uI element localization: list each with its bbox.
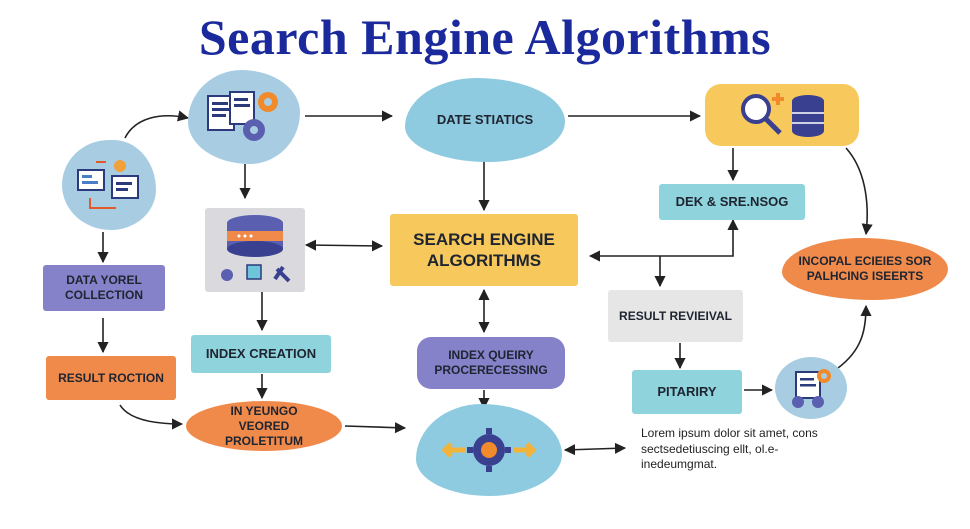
arrow-searchdb-to-incopal <box>845 147 873 236</box>
arrow-vored-to-cloud <box>344 422 407 434</box>
flowchart-icon <box>77 160 139 209</box>
database-icon <box>221 215 291 283</box>
data-collection-node: DATA YOREL COLLECTION <box>43 265 165 311</box>
page-title: Search Engine Algorithms <box>198 9 772 65</box>
gear-arrows-cloud <box>416 404 562 496</box>
vored-proletitum-label: IN YEUNGO VEORED PROLETITUM <box>225 403 303 448</box>
result-retrieval-label: RESULT REVIEIVAL <box>619 308 732 323</box>
center-node-label: SEARCH ENGINE ALGORITHMS <box>413 229 555 270</box>
date-statistics-label: DATE STIATICS <box>436 111 534 127</box>
index-query-node: INDEX QUEIRY PROCERECESSING <box>417 337 565 389</box>
report-gear-blob <box>775 357 847 419</box>
arrow-db-center <box>304 239 384 252</box>
lorem-caption: Lorem ipsum dolor sit amet, cons sectsed… <box>641 426 818 472</box>
index-creation-label: INDEX CREATION <box>205 345 317 361</box>
vored-proletitum-node: IN YEUNGO VEORED PROLETITUM <box>186 401 342 451</box>
index-creation-node: INDEX CREATION <box>191 335 331 373</box>
index-query-label: INDEX QUEIRY PROCERECESSING <box>434 348 548 377</box>
database-card <box>205 208 305 292</box>
flowchart-blob <box>62 140 156 230</box>
arrow-result-to-vored <box>119 404 184 430</box>
arrow-report-to-incopal <box>837 304 872 369</box>
dek-srensog-node: DEK & SRE.NSOG <box>659 184 805 220</box>
date-statistics-cloud: DATE STIATICS <box>405 78 565 162</box>
result-roction-label: RESULT ROCTION <box>58 370 164 385</box>
result-roction-node: RESULT ROCTION <box>46 356 176 400</box>
pitariry-node: PITARIRY <box>632 370 742 414</box>
search-database-icon <box>741 93 824 137</box>
dek-srensog-label: DEK & SRE.NSOG <box>675 193 789 209</box>
result-retrieval-node: RESULT REVIEIVAL <box>608 290 743 342</box>
center-node: SEARCH ENGINE ALGORITHMS <box>390 214 578 286</box>
data-collection-label: DATA YOREL COLLECTION <box>65 273 143 302</box>
arrow-flow-to-docs <box>124 110 190 139</box>
incopal-label: INCOPAL ECIEIES SOR PALHCING ISEERTS <box>798 254 932 283</box>
search-database-card <box>705 84 859 146</box>
incopal-node: INCOPAL ECIEIES SOR PALHCING ISEERTS <box>782 238 948 300</box>
arrow-cloud-lorem <box>563 442 627 456</box>
pitariry-label: PITARIRY <box>657 383 717 399</box>
report-gear-icon <box>792 369 831 408</box>
document-gears-blob <box>188 70 300 164</box>
gear-arrows-icon <box>441 428 537 472</box>
arrow-dek-center <box>588 218 739 262</box>
document-gears-icon <box>207 91 278 141</box>
